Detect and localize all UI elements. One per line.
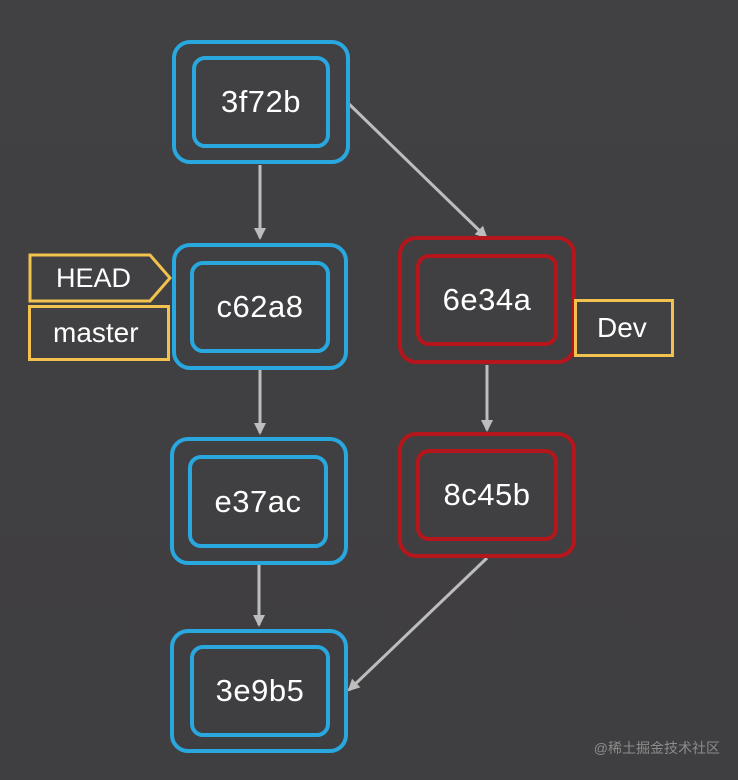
commit-outer-frame: [398, 432, 576, 558]
commit-hash: 6e34a: [416, 254, 558, 346]
commit-hash: e37ac: [188, 455, 328, 548]
commit-hash: 8c45b: [416, 449, 558, 541]
master-branch-label[interactable]: master: [28, 305, 170, 361]
dev-branch-label[interactable]: Dev: [574, 299, 674, 357]
commit-outer-frame: [172, 243, 348, 370]
watermark: @稀土掘金技术社区: [593, 740, 720, 756]
commit-outer-frame: [170, 437, 348, 565]
head-label[interactable]: HEAD: [56, 263, 132, 293]
commit-outer-frame: [170, 629, 348, 753]
commit-hash: c62a8: [190, 261, 330, 353]
head-pointer-shape: [28, 253, 172, 303]
commit-hash: 3f72b: [192, 56, 330, 148]
edge-3f72b-6e34a: [346, 101, 488, 239]
edge-8c45b-3e9b5: [347, 556, 489, 692]
commit-outer-frame: [172, 40, 350, 164]
commit-hash: 3e9b5: [190, 645, 330, 737]
